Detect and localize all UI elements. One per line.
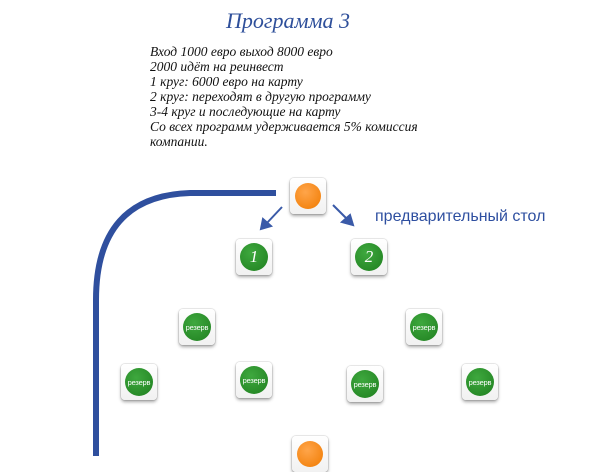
reserve-node: резерв — [179, 309, 215, 345]
description-line: 2 круг: переходят в другую программу — [150, 89, 371, 104]
node-1-label: 1 — [249, 247, 259, 266]
description-line: компании. — [150, 134, 208, 149]
green-circle-icon: 1 — [240, 243, 268, 271]
connector-lines — [93, 190, 355, 456]
arrow-left — [259, 206, 283, 231]
top-node — [290, 178, 326, 214]
reserve-node: резерв — [462, 364, 498, 400]
reserve-node: резерв — [347, 366, 383, 402]
description-line: 1 круг: 6000 евро на карту — [150, 74, 303, 89]
page-title: Программа 3 — [226, 8, 351, 33]
bottom-node — [292, 436, 328, 472]
orange-circle-icon — [295, 183, 321, 209]
green-circle-icon: резерв — [466, 368, 494, 396]
green-circle-icon: 2 — [355, 243, 383, 271]
reserve-node: резерв — [406, 309, 442, 345]
reserve-label: резерв — [412, 322, 436, 332]
preliminary-table-label: предварительный стол — [375, 208, 546, 225]
description-line: Со всех программ удерживается 5% комисси… — [150, 119, 418, 134]
reserve-label: резерв — [468, 377, 492, 387]
green-circle-icon: резерв — [183, 313, 211, 341]
green-circle-icon: резерв — [410, 313, 438, 341]
program-description: Вход 1000 евро выход 8000 евро 2000 идёт… — [150, 44, 460, 149]
description-line: 3-4 круг и последующие на карту — [150, 104, 341, 119]
green-circle-icon: резерв — [125, 368, 153, 396]
arrow-right — [332, 204, 355, 227]
description-line: Вход 1000 евро выход 8000 евро — [150, 44, 333, 59]
node-2: 2 — [351, 239, 387, 275]
description-line: 2000 идёт на реинвест — [150, 59, 284, 74]
green-circle-icon: резерв — [351, 370, 379, 398]
reserve-node: резерв — [121, 364, 157, 400]
orange-circle-icon — [297, 441, 323, 467]
reserve-label: резерв — [242, 375, 266, 385]
return-path-line — [93, 190, 276, 456]
green-circle-icon: резерв — [240, 366, 268, 394]
node-2-label: 2 — [364, 247, 374, 266]
reserve-label: резерв — [127, 377, 151, 387]
reserve-label: резерв — [185, 322, 209, 332]
reserve-label: резерв — [353, 379, 377, 389]
reserve-node: резерв — [236, 362, 272, 398]
node-1: 1 — [236, 239, 272, 275]
